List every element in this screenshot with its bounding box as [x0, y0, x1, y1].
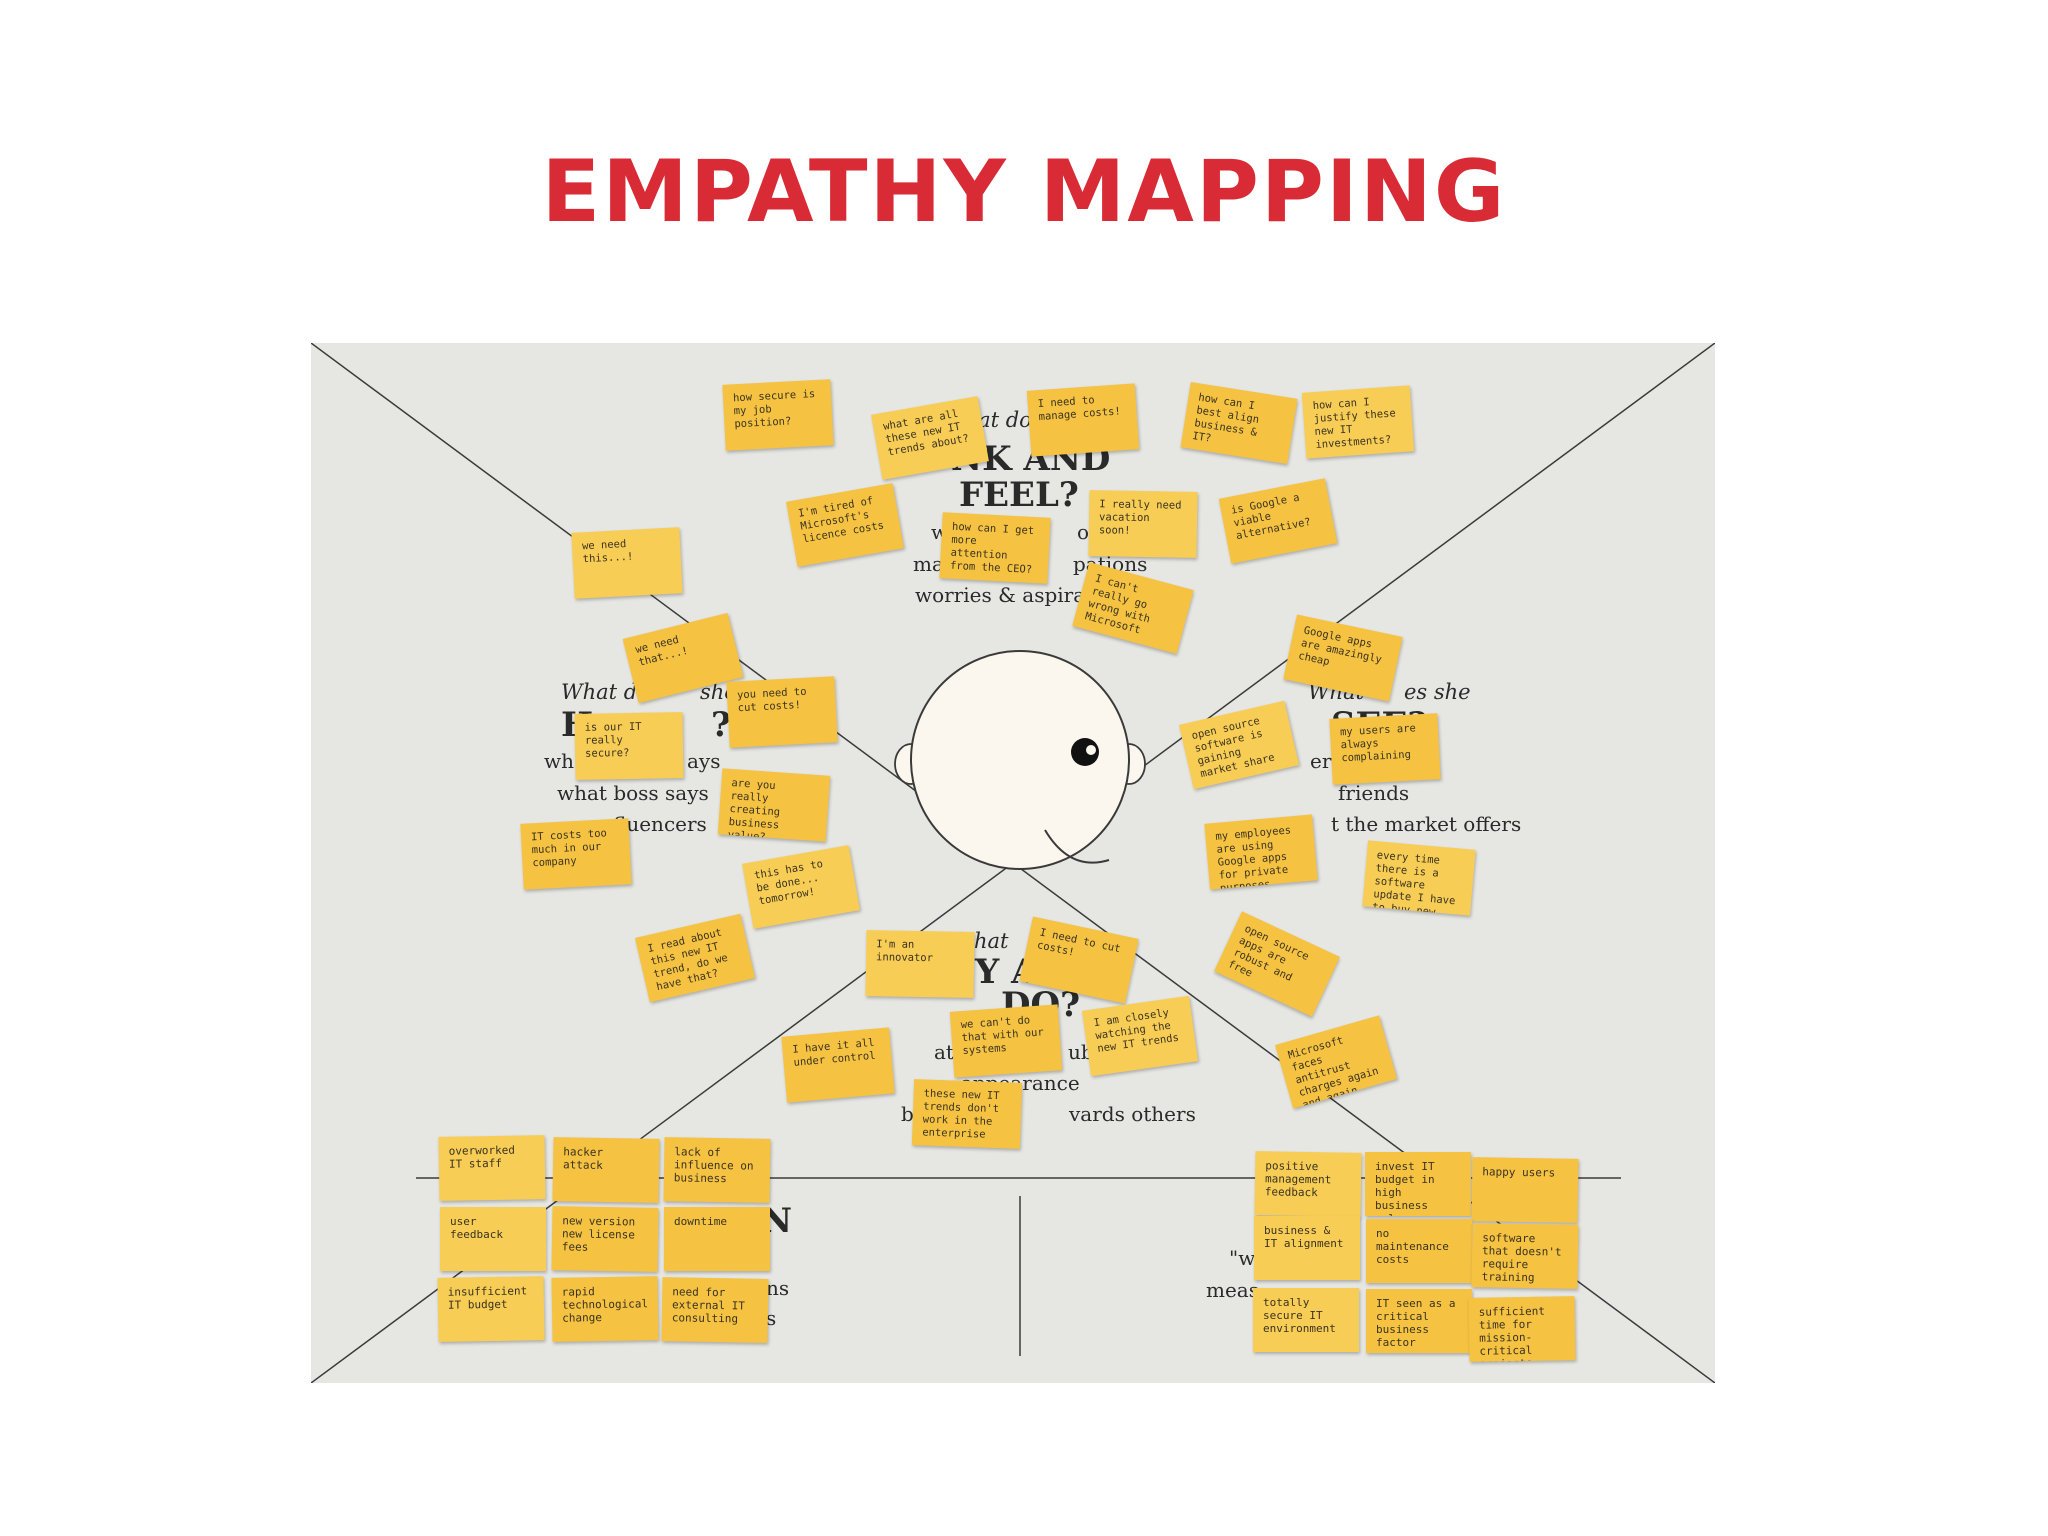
pain-line-2: s [766, 1306, 777, 1330]
hear-line-1a: wh [544, 749, 574, 773]
sticky-note: IT costs too much in our company [520, 818, 632, 890]
sticky-note: IT seen as a critical business factor [1366, 1289, 1472, 1353]
sticky-note: downtime [664, 1207, 770, 1271]
sticky-note: business & IT alignment [1254, 1216, 1360, 1280]
sticky-note: rapid technological change [551, 1276, 659, 1342]
empathy-map-board: What do NK AND FEEL? w oun ma pations wo… [311, 343, 1715, 1383]
see-line-1: er [1310, 749, 1332, 773]
see-question-2: es she [1404, 680, 1471, 704]
sticky-note: I'm an innovator [865, 930, 975, 998]
sticky-note: we can't do that with our systems [949, 1004, 1063, 1078]
sticky-note: I need to manage costs! [1026, 383, 1140, 457]
say-question: hat [974, 929, 1009, 953]
sticky-note: you need to cut costs! [726, 676, 838, 748]
sticky-note: my employees are using Google apps for p… [1204, 814, 1318, 890]
sticky-note: I have it all under control [781, 1027, 895, 1103]
sticky-note: these new IT trends don't work in the en… [911, 1079, 1023, 1149]
sticky-note: no maintenance costs [1366, 1219, 1472, 1283]
say-line-1a: at [934, 1040, 954, 1064]
see-line-3: t the market offers [1331, 812, 1522, 836]
sticky-note: how secure is my job position? [722, 379, 834, 451]
sticky-note: my users are always complaining [1329, 713, 1441, 785]
sticky-note: invest IT budget in high business value … [1365, 1152, 1471, 1216]
hear-line-1b: ays [687, 749, 721, 773]
page-title: EMPATHY MAPPING [541, 142, 1507, 242]
sticky-note: are you really creating business value? [717, 768, 831, 842]
sticky-note: lack of influence on business [663, 1137, 771, 1203]
sticky-note: every time there is a software update I … [1362, 840, 1476, 916]
sticky-note: how can I get more attention from the CE… [939, 512, 1051, 584]
sticky-note: overworked IT staff [438, 1135, 546, 1201]
gain-line-2: meas [1206, 1278, 1259, 1302]
see-line-2: friends [1338, 781, 1410, 805]
sticky-note: positive management feedback [1254, 1151, 1362, 1217]
hear-line-2: what boss says [557, 781, 709, 805]
gain-line-1: "w [1229, 1246, 1256, 1270]
pain-line-1: ns [766, 1276, 790, 1300]
sticky-note: totally secure IT environment [1253, 1288, 1359, 1352]
say-line-3b: vards others [1069, 1102, 1196, 1126]
think-line-2a: ma [913, 552, 944, 576]
sticky-note: hacker attack [552, 1137, 660, 1203]
sticky-note: sufficient time for mission-critical pro… [1468, 1296, 1576, 1362]
sticky-note: happy users [1471, 1157, 1579, 1223]
sticky-note: insufficient IT budget [437, 1276, 545, 1342]
hear-heading-2: ? [711, 705, 731, 745]
sticky-note: need for external IT consulting [661, 1277, 769, 1343]
sticky-note: software that doesn't require training [1471, 1223, 1579, 1289]
persona-head-icon [894, 650, 1146, 870]
say-line-3a: b [901, 1102, 914, 1126]
sticky-note: new version new license fees [551, 1206, 659, 1272]
sticky-note: user feedback [440, 1207, 546, 1271]
sticky-note: we need this...! [571, 527, 683, 599]
think-heading-2: FEEL? [959, 475, 1079, 515]
think-line-3: worries & aspirat [915, 583, 1094, 607]
sticky-note: I really need vacation soon! [1088, 490, 1198, 558]
sticky-note: how can I justify these new IT investmen… [1301, 385, 1415, 459]
sticky-note: is our IT really secure? [574, 712, 684, 780]
